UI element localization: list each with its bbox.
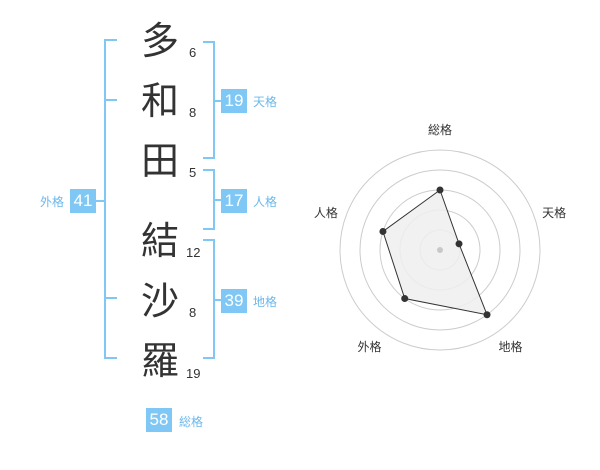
stroke-count-2: 8: [189, 105, 197, 120]
radar-point: [379, 227, 387, 235]
chikaku-label: 地格: [253, 295, 278, 309]
radar-grid-ring: [339, 149, 541, 351]
jinkaku-label: 人格: [253, 195, 278, 209]
soukaku-value-badge: 58: [146, 408, 172, 432]
tenkaku-label: 天格: [253, 95, 278, 109]
radar-point: [401, 295, 409, 303]
name-char-1: 多: [140, 19, 179, 63]
radar-point: [455, 240, 463, 248]
radar-grid-ring: [359, 169, 521, 331]
radar-series-polygon: [382, 189, 488, 316]
stroke-count-4: 12: [186, 245, 201, 260]
radar-axis-label: 人格: [314, 205, 338, 220]
gaikaku-value-badge: 41: [70, 189, 96, 213]
soukaku-label: 総格: [179, 415, 204, 429]
name-char-4: 結: [140, 219, 179, 263]
radar-center-dot: [437, 247, 443, 253]
stroke-count-3: 5: [189, 165, 197, 180]
stroke-count-6: 19: [186, 366, 201, 381]
tenkaku-value-badge: 19: [221, 89, 247, 113]
stroke-count-1: 6: [189, 45, 197, 60]
chikaku-value-badge: 39: [221, 289, 247, 313]
name-char-2: 和: [140, 79, 179, 123]
radar-axis-label: 地格: [499, 339, 523, 354]
gaikaku-label: 外格: [40, 195, 65, 209]
gaikaku-bracket: [104, 39, 117, 359]
name-char-6: 羅: [140, 339, 179, 383]
name-char-5: 沙: [140, 279, 179, 323]
radar-axis-label: 総格: [428, 122, 452, 137]
radar-point: [436, 186, 444, 194]
jinkaku-value-badge: 17: [221, 189, 247, 213]
radar-axis-label: 天格: [542, 205, 566, 220]
radar-axis-label: 外格: [357, 339, 381, 354]
radar-point: [483, 311, 491, 319]
stroke-count-5: 8: [189, 305, 197, 320]
name-char-3: 田: [140, 139, 179, 183]
